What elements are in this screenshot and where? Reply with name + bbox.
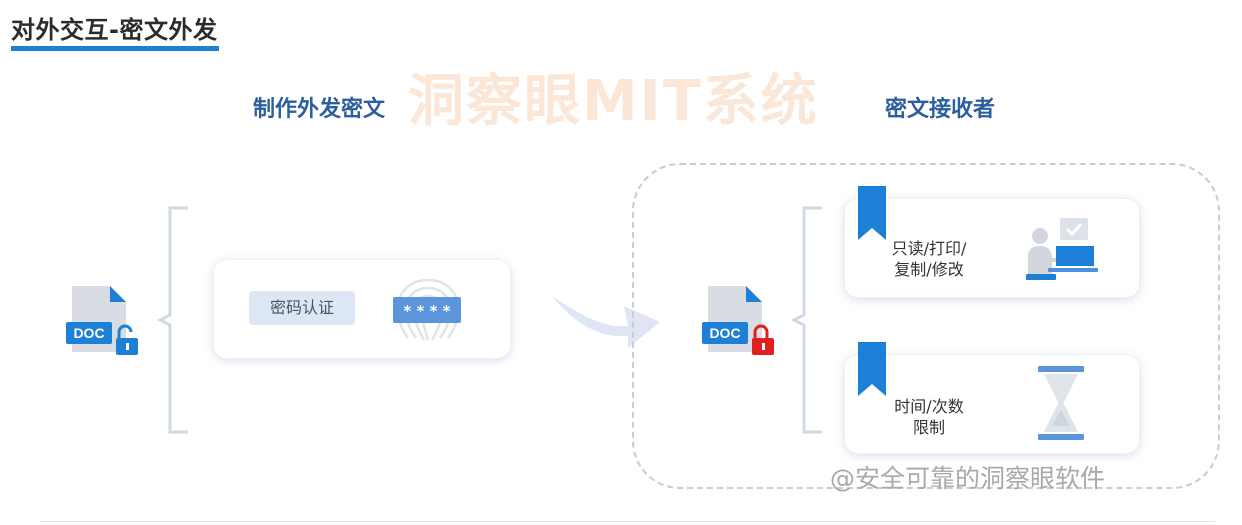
bottom-divider xyxy=(40,521,1215,522)
doc-badge-right: DOC xyxy=(709,325,740,341)
doc-unlocked-icon: DOC xyxy=(66,286,138,355)
unlocked-padlock-icon xyxy=(116,324,138,355)
receiver-heading: 密文接收者 xyxy=(885,97,996,122)
receiver-group xyxy=(632,163,1220,489)
permission-readonly-text: 只读/打印/ 复制/修改 xyxy=(877,238,981,280)
footer-watermark: @安全可靠的洞察眼软件 xyxy=(830,464,1106,493)
locked-padlock-icon xyxy=(752,324,774,355)
doc-locked-icon: DOC xyxy=(702,286,774,355)
password-mask: * * * * xyxy=(403,302,450,320)
permission-time-line1: 时间/次数 xyxy=(894,397,964,416)
watermark-text: 洞察眼MIT系统 xyxy=(408,69,819,134)
hourglass-icon xyxy=(1038,366,1084,440)
permission-time-line2: 限制 xyxy=(912,418,945,437)
page-title: 对外交互-密文外发 xyxy=(11,16,220,51)
sender-heading: 制作外发密文 xyxy=(253,97,386,122)
password-field: * * * * xyxy=(393,297,461,323)
bookmark-icon xyxy=(858,342,886,396)
doc-badge-left: DOC xyxy=(73,325,104,341)
password-auth-label: 密码认证 xyxy=(249,291,355,325)
right-bracket xyxy=(790,206,822,434)
left-bracket xyxy=(156,206,188,434)
permission-time-limit-text: 时间/次数 限制 xyxy=(877,396,981,438)
permission-card-time-limit xyxy=(844,354,1140,454)
user-at-computer-icon xyxy=(1026,218,1098,280)
bookmark-icon xyxy=(858,186,886,240)
permission-readonly-line1: 只读/打印/ xyxy=(891,239,967,258)
permission-readonly-line2: 复制/修改 xyxy=(894,260,964,279)
